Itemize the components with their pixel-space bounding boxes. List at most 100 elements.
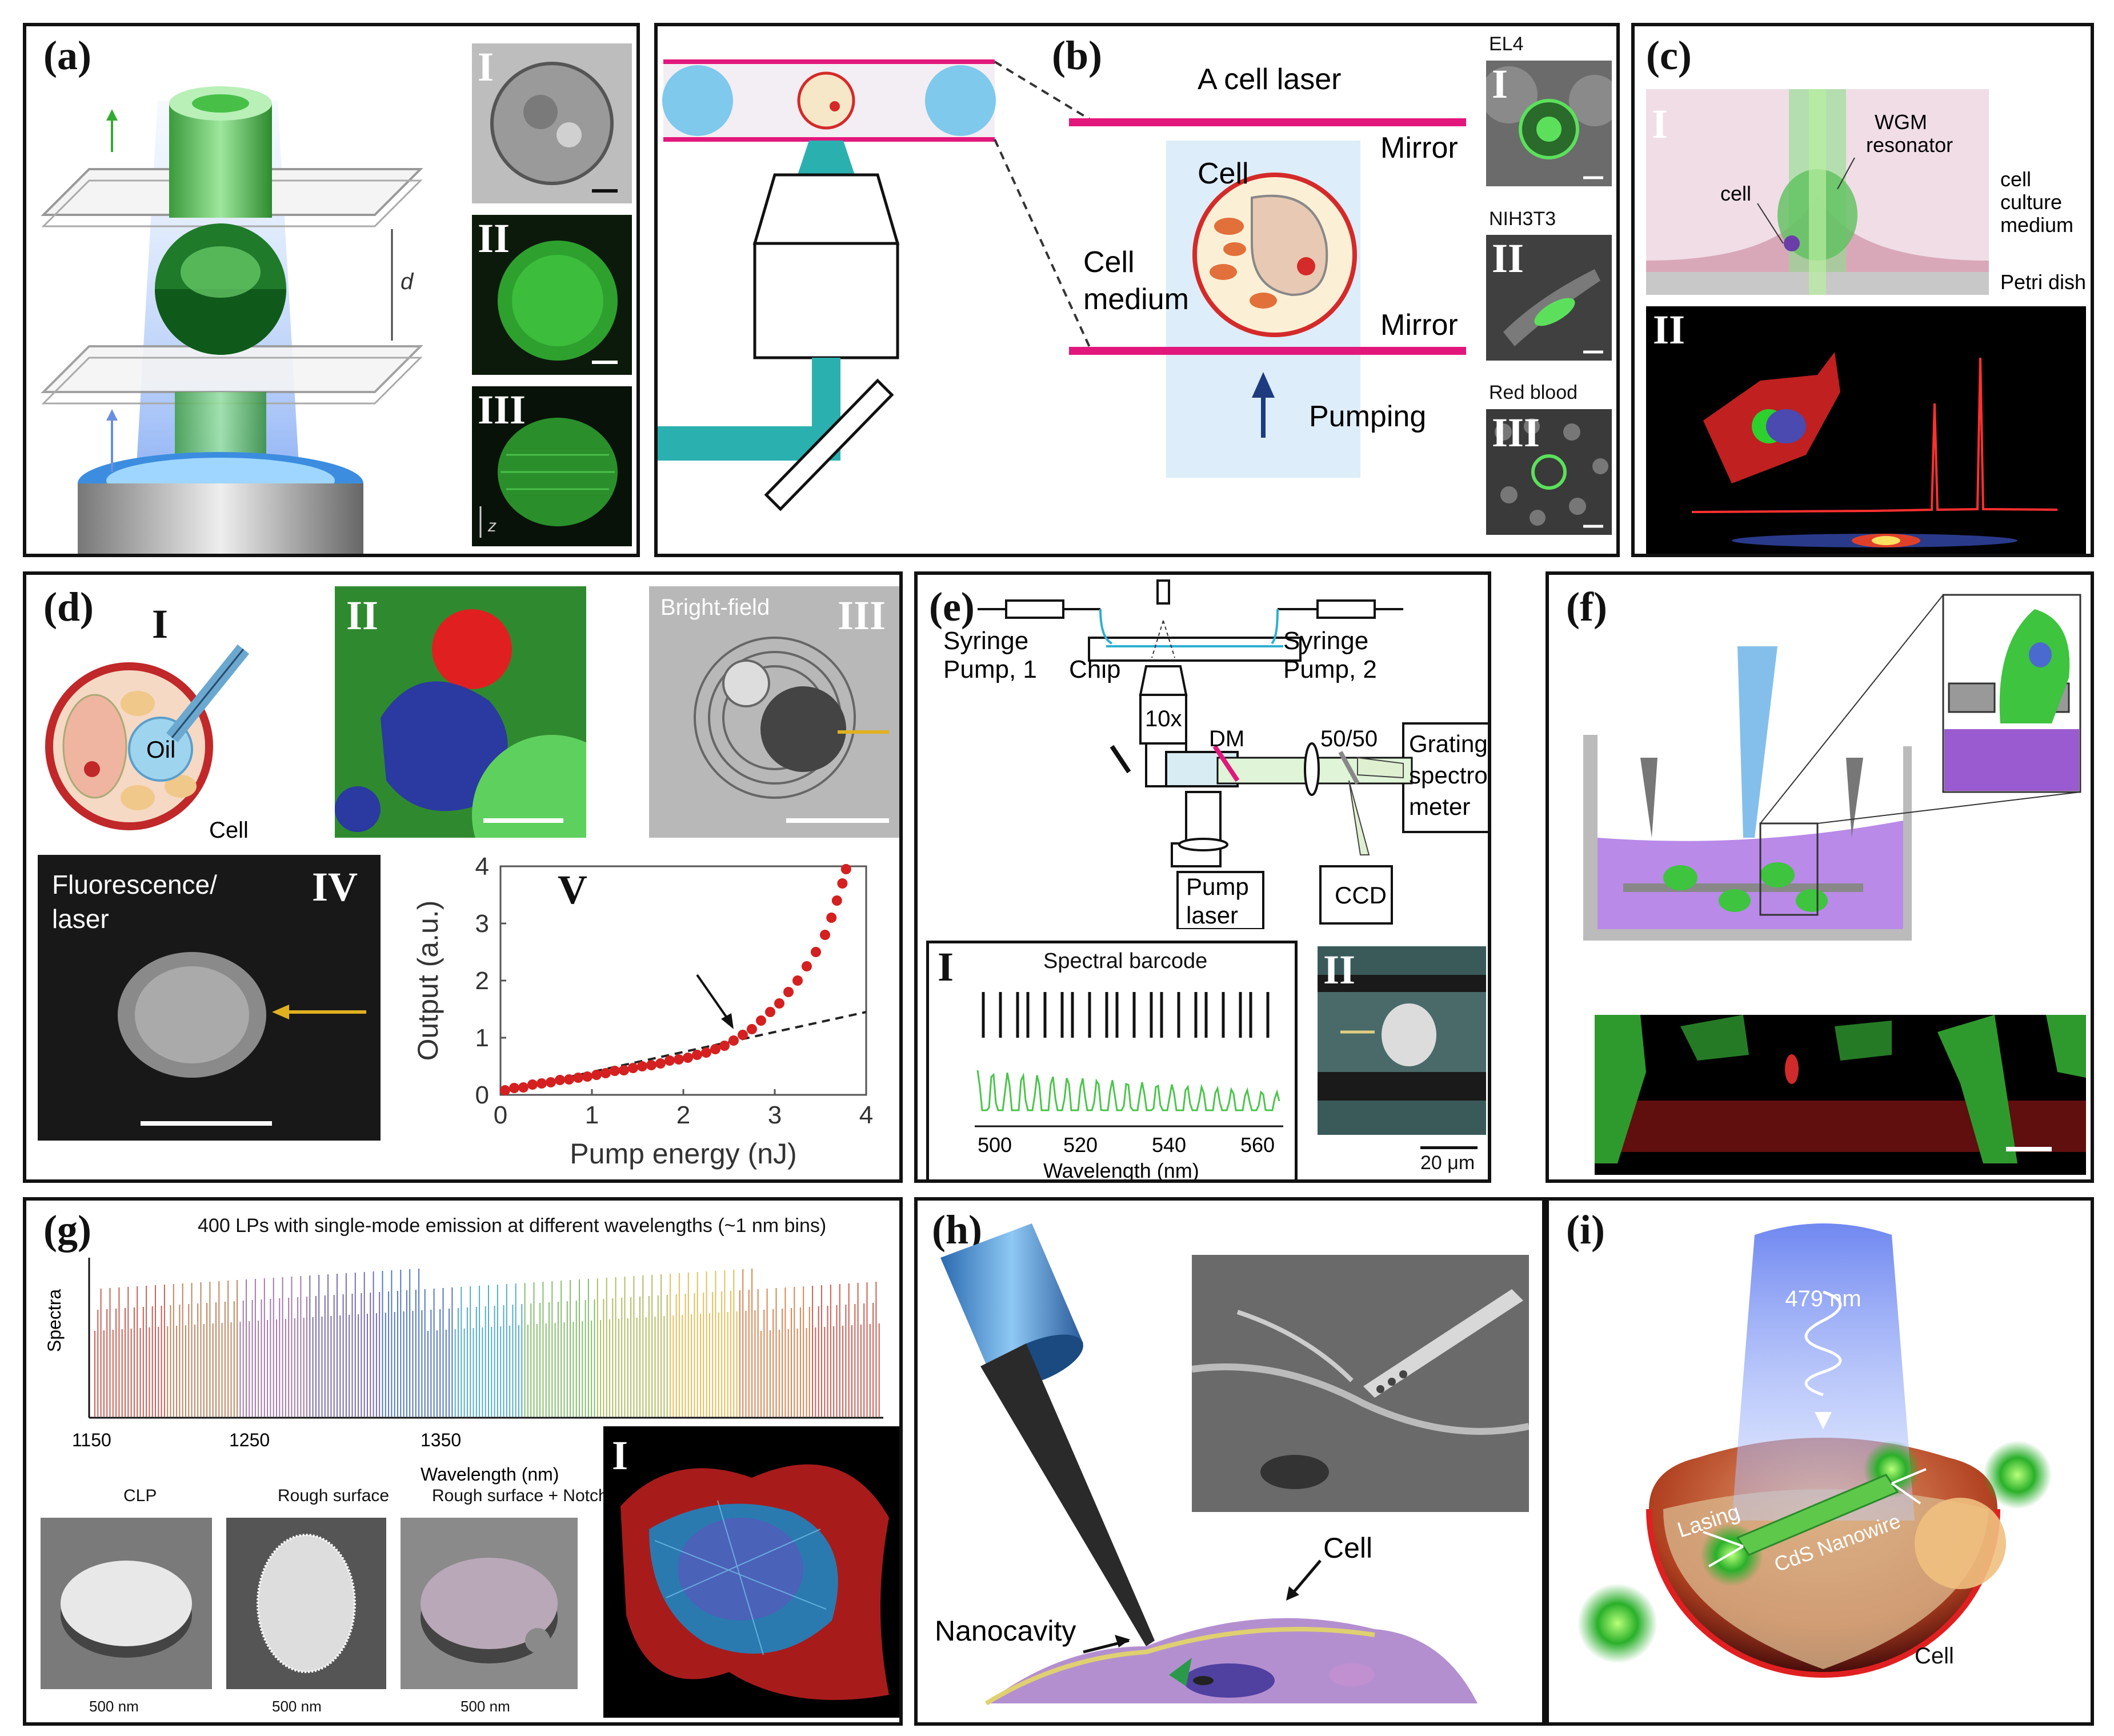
panel-c-roman-2: II	[1653, 307, 1685, 353]
panel-g-cell-image: I	[603, 1426, 899, 1718]
data-point	[555, 1075, 565, 1085]
data-point	[637, 1061, 647, 1071]
panel-g-sem-2-title: Rough surface	[278, 1486, 390, 1505]
panel-d-roman-1: I	[152, 601, 169, 647]
data-point	[792, 975, 803, 986]
panel-e-barcode-box: I Spectral barcode 500 520 540 560 Wavel…	[926, 941, 1298, 1182]
data-point	[546, 1077, 556, 1087]
panel-g-spectra: Spectra 1150 1250 1350 1450 1550 Wavelen…	[44, 1258, 883, 1485]
panel-c-resonator-diagram: cell WGM resonator cell culture medium P…	[1646, 89, 2086, 295]
y-axis-label: Output (a.u.)	[412, 901, 444, 1061]
panel-e-barcode-title: Spectral barcode	[1043, 949, 1208, 973]
panel-f: (f)	[1546, 571, 2094, 1183]
panel-d-roman-3: III	[838, 593, 886, 638]
data-point	[610, 1066, 620, 1076]
panel-h-sem-image	[1192, 1255, 1529, 1512]
data-point	[765, 1007, 775, 1017]
data-point	[820, 930, 830, 940]
panel-e-syringe2-a: Syringe	[1283, 627, 1368, 655]
panel-b-setup: A cell laser Mirror Mirror Cell Cell med…	[658, 59, 1466, 511]
panel-c-label: (c)	[1646, 33, 1692, 78]
panel-f-confocal	[1595, 1015, 2086, 1175]
panel-g-sem-3	[401, 1518, 578, 1689]
panel-d-inset-2: II	[335, 586, 586, 838]
y-tick-label: 2	[475, 967, 489, 995]
panel-b-label: (b)	[1052, 33, 1102, 78]
panel-c-spectrum-image: II	[1646, 306, 2086, 554]
data-point	[536, 1078, 547, 1089]
panel-a-d-label: d	[401, 269, 414, 294]
panel-g-label: (g)	[43, 1207, 91, 1253]
panel-e: (e) Syringe Pump, 1 Chip	[914, 571, 1491, 1183]
panel-d-fluor-1: Fluorescence/	[52, 870, 217, 899]
data-point	[518, 1082, 528, 1093]
panel-h-nanocavity-diagram: Nanocavity Cell	[935, 1223, 1478, 1706]
panel-e-tick-540: 540	[1152, 1133, 1186, 1157]
panel-b-medium-2: medium	[1083, 283, 1189, 316]
panel-i-nanowire-diagram: 479 nm Lasing CdS Nanowire Cell	[1578, 1223, 2052, 1678]
data-point	[655, 1058, 666, 1069]
panel-a-roman-1: I	[478, 44, 494, 90]
panel-i: (i) 479 nm Lasing CdS Nanowire Cell	[1546, 1197, 2094, 1726]
data-point	[802, 961, 812, 971]
panel-a-roman-3: III	[478, 387, 526, 433]
panel-a-label: (a)	[43, 33, 91, 78]
panel-e-scale: 20 μm	[1420, 1152, 1475, 1174]
y-tick-label: 3	[475, 910, 489, 938]
data-point	[582, 1071, 592, 1082]
panel-g: (g) 400 LPs with single-mode emission at…	[23, 1197, 903, 1726]
data-point	[692, 1050, 702, 1060]
data-point	[564, 1074, 574, 1085]
panel-g-tick-1350: 1350	[421, 1430, 461, 1450]
panel-e-optics-diagram: Syringe Pump, 1 Chip Syringe Pump, 2 10x…	[943, 579, 1488, 929]
panel-e-syringe1-a: Syringe	[943, 627, 1028, 655]
data-point	[509, 1083, 519, 1093]
panel-e-wl-label: Wavelength (nm)	[1043, 1159, 1199, 1182]
panel-i-label: (i)	[1566, 1207, 1605, 1253]
panel-b: A cell laser Mirror Mirror Cell Cell med…	[654, 23, 1620, 557]
panel-a-roman-2: II	[478, 215, 510, 261]
panel-e-syringe1-b: Pump, 1	[943, 655, 1037, 683]
data-point	[674, 1054, 684, 1065]
panel-g-scale-3: 500 nm	[461, 1698, 510, 1715]
panel-c-culture-1: cell	[2000, 167, 2031, 191]
panel-e-tick-520: 520	[1063, 1133, 1098, 1157]
x-tick-label: 2	[676, 1101, 690, 1129]
threshold-arrowhead	[721, 1013, 734, 1029]
panel-g-sem-1-title: CLP	[123, 1486, 157, 1505]
panel-b-inset-1: I	[1486, 61, 1612, 186]
data-point	[811, 947, 821, 957]
panel-f-label: (f)	[1566, 584, 1607, 630]
x-axis-label: Pump energy (nJ)	[570, 1138, 796, 1170]
panel-c-culture-2: culture	[2000, 190, 2062, 214]
data-point	[728, 1035, 739, 1046]
data-point	[664, 1055, 675, 1066]
panel-a-inset-fluor: II	[472, 215, 632, 375]
data-point	[826, 913, 837, 923]
panel-e-scalebar	[1420, 1146, 1478, 1149]
panel-d-bright: Bright-field	[660, 595, 770, 620]
panel-c-roman-1: I	[1652, 101, 1668, 147]
data-point	[738, 1030, 748, 1040]
panel-d-fluor-2: laser	[52, 904, 109, 934]
panel-g-tick-1250: 1250	[229, 1430, 270, 1450]
panel-a-z-label: z	[488, 517, 497, 535]
panel-b-mirror-top: Mirror	[1380, 131, 1458, 165]
panel-b-inset-2-roman: II	[1492, 235, 1524, 281]
data-point	[683, 1053, 693, 1063]
panel-a: (a) d I II III	[23, 23, 640, 557]
panel-b-inset-1-name: EL4	[1489, 33, 1524, 55]
panel-e-roman-2: II	[1323, 947, 1356, 993]
panel-c-petri: Petri dish	[2000, 270, 2086, 294]
panel-e-tick-500: 500	[978, 1133, 1012, 1157]
data-point	[527, 1079, 538, 1090]
panel-d-inset-4: Fluorescence/ laser IV	[38, 855, 381, 1141]
data-point	[783, 987, 794, 997]
x-tick-label: 0	[494, 1101, 507, 1129]
x-tick-label: 3	[768, 1101, 782, 1129]
panel-g-scale-2: 500 nm	[272, 1698, 322, 1715]
panel-a-microscope-illustration: d	[41, 86, 423, 554]
panel-g-sem-2	[226, 1518, 386, 1689]
panel-g-ylabel: Spectra	[44, 1289, 65, 1352]
x-tick-label: 4	[859, 1101, 873, 1129]
